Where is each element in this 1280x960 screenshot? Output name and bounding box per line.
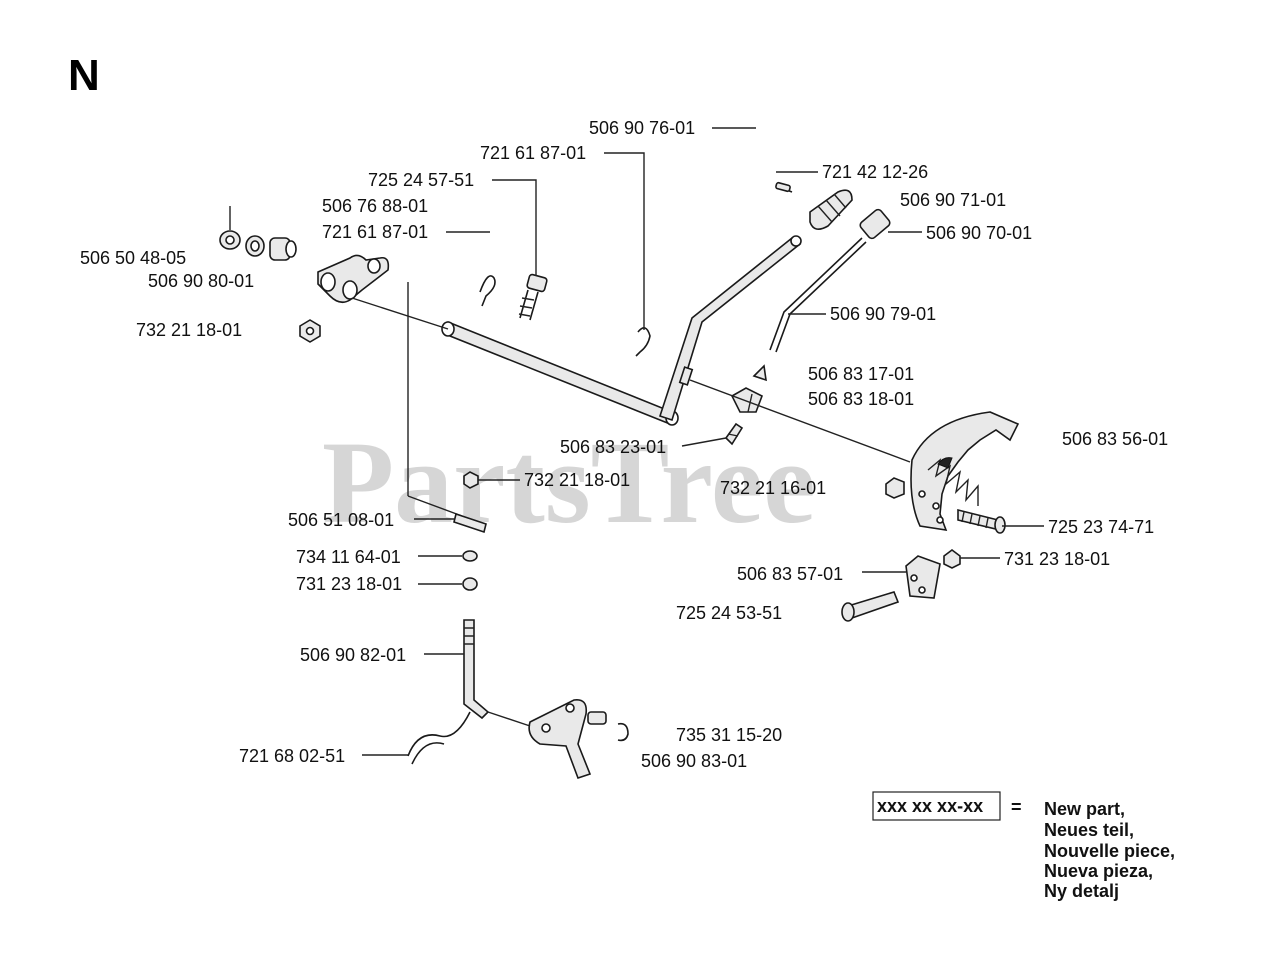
handle-bar-drawing xyxy=(658,235,802,422)
part-label: 732 21 16-01 xyxy=(720,478,826,498)
nut-drawing xyxy=(299,319,321,343)
link-rod-drawing xyxy=(407,282,490,720)
small-screw-drawing xyxy=(724,422,744,446)
clamp-block-drawing xyxy=(841,549,961,622)
leader-lines xyxy=(229,127,1044,756)
parts-drawing xyxy=(219,181,1020,780)
part-label: 721 61 87-01 xyxy=(480,143,586,163)
part-label: 506 83 23-01 xyxy=(560,437,666,457)
shaft-drawing xyxy=(351,297,679,426)
shift-block-drawing xyxy=(689,379,911,463)
part-label: 731 23 18-01 xyxy=(296,574,402,594)
legend-line: Nouvelle piece, xyxy=(1044,841,1175,861)
legend-equals: = xyxy=(1011,797,1022,817)
part-label: 735 31 15-20 xyxy=(676,725,782,745)
gear-quadrant-drawing xyxy=(910,411,1020,531)
part-label: 725 23 74-71 xyxy=(1048,517,1154,537)
legend-code-box xyxy=(872,791,1001,821)
bottom-bracket-drawing xyxy=(487,698,629,780)
shift-rod-drawing xyxy=(752,208,891,382)
hairpin-clip-drawing xyxy=(479,275,651,357)
part-label: 506 51 08-01 xyxy=(288,510,394,530)
part-label: 506 83 57-01 xyxy=(737,564,843,584)
bolt-drawing xyxy=(518,273,548,321)
part-label: 721 68 02-51 xyxy=(239,746,345,766)
legend-line: Nueva pieza, xyxy=(1044,861,1153,881)
part-label: 506 90 71-01 xyxy=(900,190,1006,210)
part-label: 506 90 80-01 xyxy=(148,271,254,291)
part-label: 721 42 12-26 xyxy=(822,162,928,182)
part-label: 725 24 57-51 xyxy=(368,170,474,190)
legend-line: New part, xyxy=(1044,799,1125,819)
grip-drawing xyxy=(775,181,853,230)
quadrant-fasteners-drawing xyxy=(885,477,1006,534)
cotter-pin-drawing xyxy=(407,711,471,765)
legend-line: Ny detalj xyxy=(1044,881,1119,901)
legend-line: Neues teil, xyxy=(1044,820,1134,840)
part-label: 721 61 87-01 xyxy=(322,222,428,242)
part-labels: 506 90 76-01 721 61 87-01 725 24 57-51 5… xyxy=(80,118,1168,771)
legend: xxx xx xx-xx = New part, Neues teil, Nou… xyxy=(872,791,1175,901)
washer-stack-drawing xyxy=(219,230,297,261)
part-label: 506 83 18-01 xyxy=(808,389,914,409)
part-label: 732 21 18-01 xyxy=(524,470,630,490)
part-label: 506 76 88-01 xyxy=(322,196,428,216)
part-label: 725 24 53-51 xyxy=(676,603,782,623)
part-label: 506 90 79-01 xyxy=(830,304,936,324)
pivot-bracket-drawing xyxy=(317,254,390,304)
part-label: 506 83 56-01 xyxy=(1062,429,1168,449)
part-label: 734 11 64-01 xyxy=(296,547,401,567)
part-label: 506 90 82-01 xyxy=(300,645,406,665)
part-label: 731 23 18-01 xyxy=(1004,549,1110,569)
part-label: 506 83 17-01 xyxy=(808,364,914,384)
part-label: 506 50 48-05 xyxy=(80,248,186,268)
part-label: 732 21 18-01 xyxy=(136,320,242,340)
legend-code: xxx xx xx-xx xyxy=(877,796,983,816)
part-label: 506 90 76-01 xyxy=(589,118,695,138)
section-letter: N xyxy=(68,51,100,100)
part-label: 506 90 70-01 xyxy=(926,223,1032,243)
part-label: 506 90 83-01 xyxy=(641,751,747,771)
